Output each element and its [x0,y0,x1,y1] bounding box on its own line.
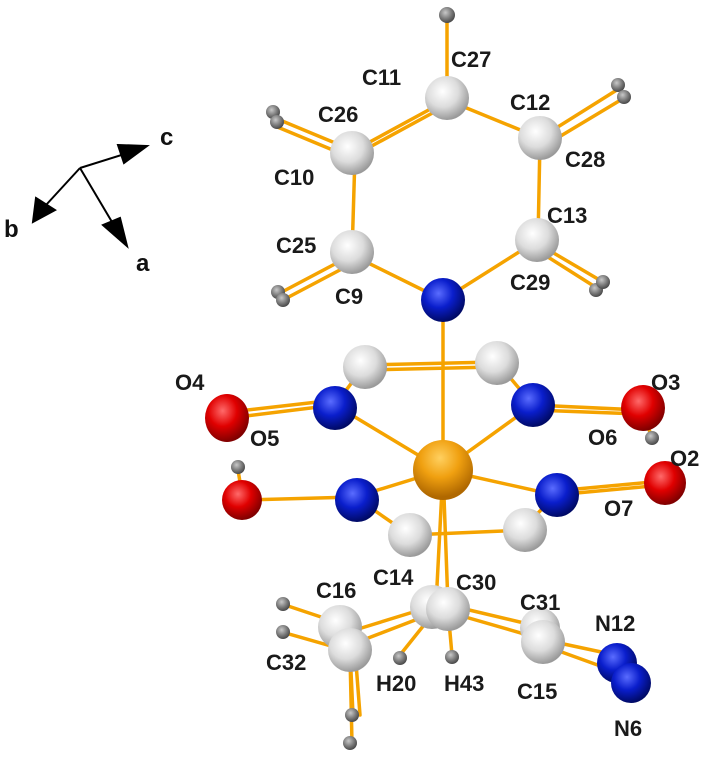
atom-label-o3: O3 [651,370,681,395]
atom-label-h43: H43 [444,671,485,696]
atom-label-n6: N6 [614,716,643,741]
atom-label-c9: C9 [335,284,364,309]
axis-label-a: a [136,250,150,277]
atom-label-o7: O7 [604,496,634,521]
atom-label-c27: C27 [451,47,492,72]
atom-label-c31: C31 [520,590,561,615]
atom-label-c10: C10 [274,165,315,190]
atom-label-h20: H20 [376,671,417,696]
atom-label-c11: C11 [362,65,402,90]
atom-label-c26: C26 [318,102,359,127]
atom-label-c28: C28 [565,147,606,172]
atom-label-o4: O4 [175,370,205,395]
axis-triad [31,143,150,249]
atom-label-o2: O2 [670,446,700,471]
atom-label-o6: O6 [588,425,618,450]
axis-label-c: c [160,124,174,151]
atom-label-c29: C29 [510,270,551,295]
atom-label-n12: N12 [595,611,636,636]
axis-label-b: b [4,216,19,243]
atom-label-c32: C32 [266,650,307,675]
atom-label-c25: C25 [276,233,317,258]
atom-label-o5: O5 [250,426,280,451]
atom-label-c14: C14 [373,565,414,590]
atom-label-c13: C13 [547,203,588,228]
atom-label-c16: C16 [316,578,357,603]
atom-label-c15: C15 [517,679,558,704]
atoms [205,7,686,750]
atom-label-c30: C30 [456,570,497,595]
atom-label-c12: C12 [510,90,551,115]
bonds [228,18,654,745]
